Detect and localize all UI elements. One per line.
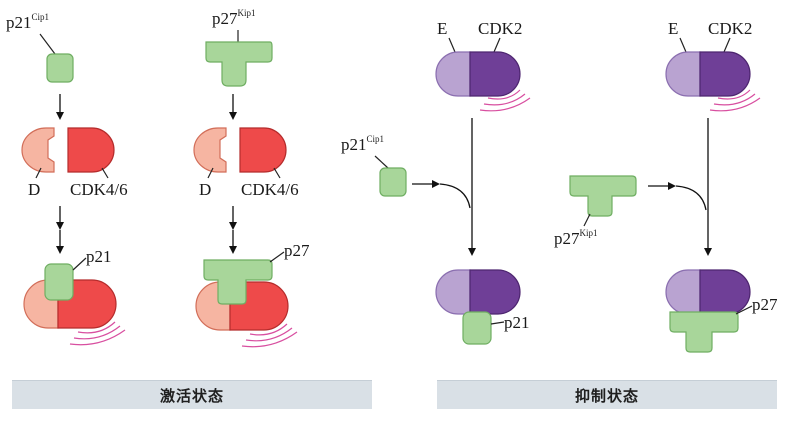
p27-complex-leader [269,251,285,263]
cyclin-e-cdk2-complex [435,51,531,112]
p27-kip1-label-2: p27Kip1 [554,228,598,248]
cyclin-d-shape-2 [193,127,227,173]
curve-p27-join [675,185,707,211]
cdk46-shape [67,127,115,173]
p21-cip1-leader [39,33,56,55]
p21-cip1-label: p21Cip1 [6,12,49,32]
p27-kip1-leader-2 [583,213,591,227]
column-p27-activation: p27Kip1 D CDK4/6 p27 [193,8,310,348]
activation-state-label: 激活状态 [159,386,224,405]
cdk2-leader-2 [723,37,731,53]
p21-bound-label: p21 [504,313,530,332]
cyclin-d-leader [35,167,42,179]
p21-complex-leader [72,257,87,271]
p21-cip1-label-2: p21Cip1 [341,134,384,154]
p21-free-protein [46,53,74,83]
p27-bound-label: p27 [752,295,778,314]
cyclin-e-label: E [437,19,447,38]
p27-complex-label: p27 [284,241,310,260]
cyclin-e-leader [448,37,456,53]
cdk46-label: CDK4/6 [70,180,128,199]
cdk2-label-2: CDK2 [708,19,752,38]
cyclin-d-cdk46-p27-complex [195,259,298,348]
cyclin-e-label-2: E [668,19,678,38]
cyclin-d-cdk46-p21-complex [23,263,126,346]
p27-kip1-label: p27Kip1 [212,8,256,28]
p21-cip1-leader-2 [374,155,389,169]
cyclin-e-cdk2-p27-complex [665,269,751,353]
cdk46-label-2: CDK4/6 [241,180,299,199]
activation-state-bar: 激活状态 [12,380,372,409]
p27-free-protein-2 [569,175,637,217]
cdk46-leader-2 [273,167,281,179]
cdk2-leader [493,37,501,53]
curve-p21-join [439,183,471,209]
cyclin-e-cdk2-p21-complex [435,269,521,345]
p27-free-protein [205,41,273,87]
cdk2-label: CDK2 [478,19,522,38]
p21-bound-leader [490,321,505,325]
cyclin-d-leader-2 [207,167,214,179]
column-p21-activation: p21Cip1 D CDK4/6 p21 [6,12,128,346]
cyclin-d-label: D [28,180,40,199]
cdk46-leader [101,167,109,179]
p21-free-protein-2 [379,167,407,197]
cyclin-d-label-2: D [199,180,211,199]
cdk46-shape-2 [239,127,287,173]
inhibition-state-bar: 抑制状态 [437,380,777,409]
inhibition-state-label: 抑制状态 [574,386,639,405]
p27-bound-leader [735,305,753,315]
p21-complex-label: p21 [86,247,112,266]
cyclin-e-cdk2-complex-2 [665,51,761,112]
column-p27-inhibition: E CDK2 p27Kip1 p27 [554,19,778,353]
cyclin-d-shape [21,127,55,173]
column-p21-inhibition: E CDK2 p21Cip1 p21 [341,19,531,345]
cyclin-e-leader-2 [679,37,687,53]
